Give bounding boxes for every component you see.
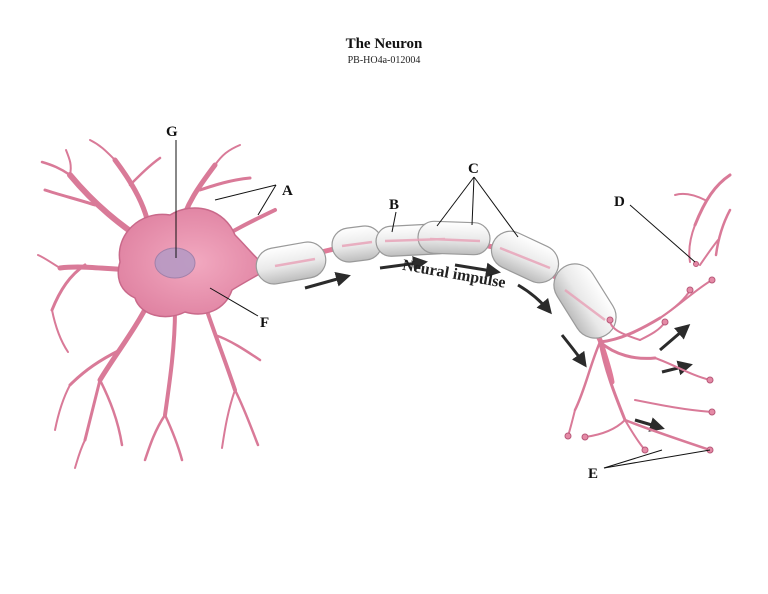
terminal-buttons — [564, 261, 716, 454]
leader-lines — [175, 140, 711, 469]
impulse-label: Neural impulse — [401, 257, 507, 292]
label-c: C — [468, 161, 479, 177]
label-d: D — [614, 194, 625, 210]
label-a: A — [282, 183, 293, 199]
label-g: G — [166, 124, 178, 140]
diagram-subtitle: PB-HO4a-012004 — [347, 55, 421, 66]
diagram-title: The Neuron — [345, 36, 423, 52]
label-b: B — [389, 197, 399, 213]
label-f: F — [260, 315, 269, 331]
nucleus — [154, 247, 196, 279]
adjacent-neuron-dendrites — [674, 173, 732, 266]
label-e: E — [588, 466, 598, 482]
impulse-arrows — [304, 256, 693, 432]
